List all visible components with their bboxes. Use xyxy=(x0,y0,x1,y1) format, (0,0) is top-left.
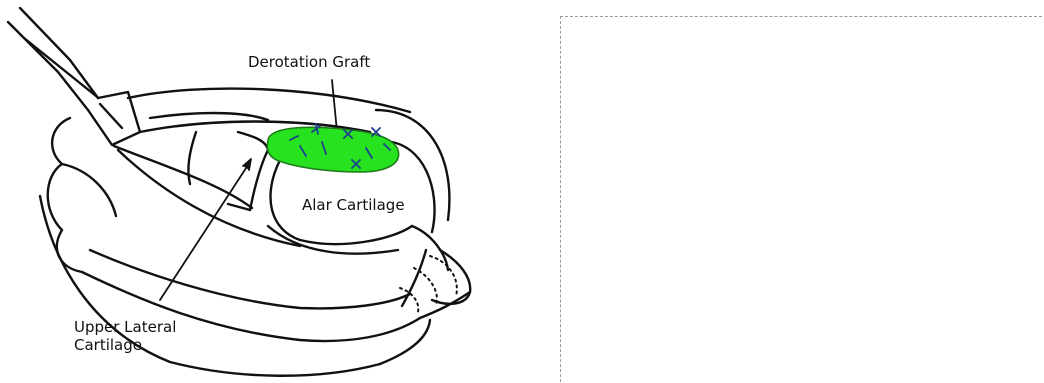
empty-placeholder-panel xyxy=(560,16,1042,382)
upper-lateral-label-line1: Upper Lateral xyxy=(74,318,176,336)
surgical-illustration: Derotation Graft Alar Cartilage Upper La… xyxy=(0,0,545,383)
alar-cartilage-label: Alar Cartilage xyxy=(302,196,405,214)
derotation-graft-icon xyxy=(267,124,398,172)
derotation-graft-label: Derotation Graft xyxy=(248,53,370,71)
forceps-icon xyxy=(8,8,140,145)
upper-lateral-arrow xyxy=(160,159,251,300)
upper-lateral-cartilage-label: Upper Lateral Cartilage xyxy=(74,318,176,354)
upper-lateral-label-line2: Cartilage xyxy=(74,336,176,354)
